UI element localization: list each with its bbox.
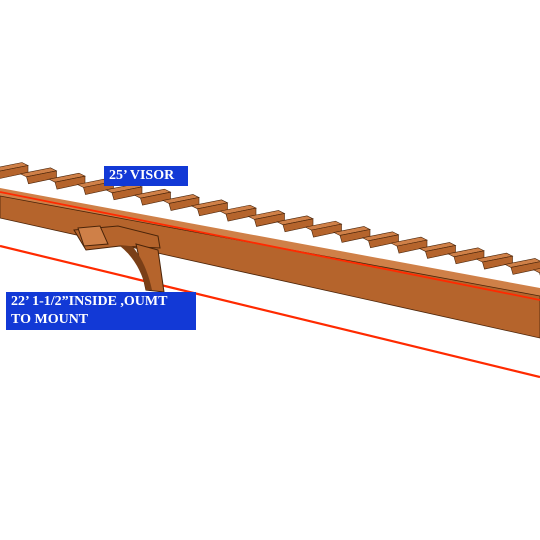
inside-mount-label: 22’ 1-1/2”INSIDE ,OUMT TO MOUNT [6, 292, 196, 330]
rafter [475, 252, 514, 270]
rafter [105, 183, 143, 201]
bracket-knee [120, 246, 152, 290]
beam-top-face [0, 188, 540, 296]
rafter [0, 162, 29, 179]
rafter [48, 172, 86, 190]
rafter [190, 199, 229, 217]
inside-mount-label-line2: TO MOUNT [11, 312, 89, 327]
visor-length-line [0, 191, 540, 301]
visor-length-label: 25’ VISOR [104, 166, 188, 186]
bracket-block [77, 225, 109, 247]
inside-mount-label-line1: 22’ 1-1/2”INSIDE ,OUMT [11, 294, 168, 309]
mounting-bracket [73, 225, 165, 293]
rafter [504, 258, 540, 275]
rafter-group [0, 162, 540, 276]
rafter [390, 236, 428, 254]
rafter [276, 215, 314, 233]
rafter [304, 220, 343, 238]
inside-span-line [0, 244, 540, 379]
